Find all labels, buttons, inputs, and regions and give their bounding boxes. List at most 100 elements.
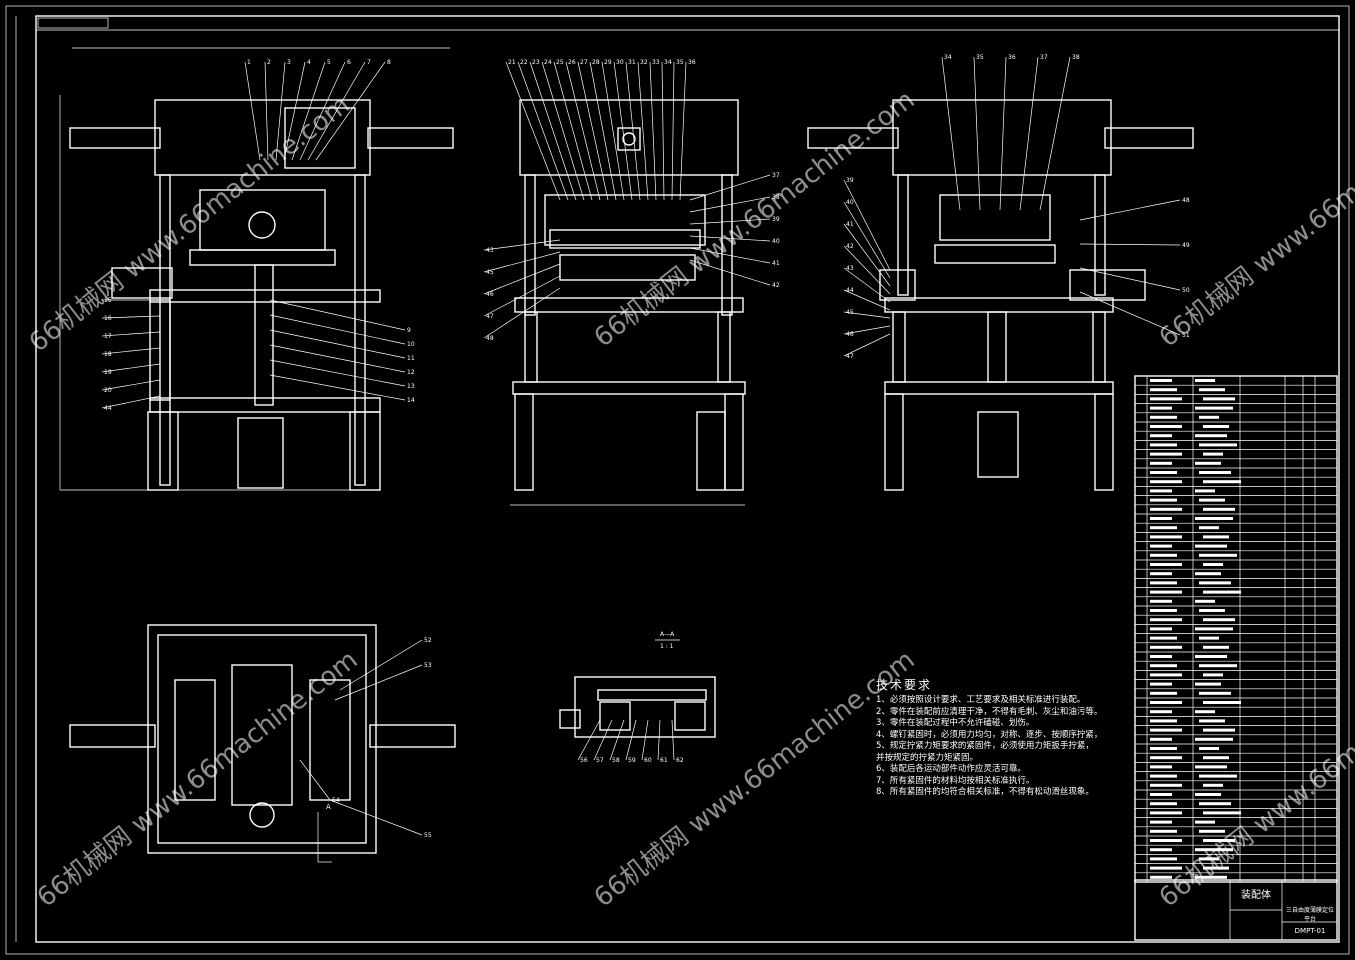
title-block-drawing-no: DMPT-01 <box>1294 927 1326 935</box>
callout-leader <box>269 329 406 359</box>
bom-cell-mark <box>1150 590 1182 594</box>
bom-cell-mark <box>1150 489 1172 493</box>
bom-cell-mark <box>1199 636 1219 640</box>
callout-leader <box>101 315 161 319</box>
callout-leader <box>483 287 561 339</box>
bom-cell-mark <box>1195 599 1215 603</box>
bom-cell-mark <box>1150 480 1182 484</box>
callout-number: 60 <box>644 757 652 764</box>
bom-cell-mark <box>1195 517 1233 520</box>
bom-cell-mark <box>1150 627 1172 631</box>
callout-number: 32 <box>640 59 648 66</box>
bom-cell-mark <box>1195 655 1227 658</box>
callout-leader <box>483 263 561 295</box>
bom-cell-mark <box>1195 793 1221 796</box>
section-scale: 1 : 1 <box>660 643 674 650</box>
bom-cell-mark <box>1150 875 1172 879</box>
callout-leader <box>657 719 661 761</box>
callout-number: 55 <box>424 832 432 839</box>
callout-leader <box>625 61 641 201</box>
callout-number: 43 <box>486 247 494 254</box>
bom-cell-mark <box>1150 397 1182 401</box>
tech-line-2: 2、零件在装配前应清理干净，不得有毛刺、灰尘和油污等。 <box>876 706 1103 717</box>
callout-leader <box>843 179 891 271</box>
bom-cell-mark <box>1195 737 1233 741</box>
callout-leader <box>661 61 665 201</box>
bom-cell-mark <box>1199 498 1225 502</box>
bom-cell-mark <box>1150 829 1177 833</box>
callout-leader <box>505 61 561 201</box>
title-block-name: 装配体 <box>1241 890 1271 901</box>
bom-cell-mark <box>1195 848 1233 852</box>
top-view <box>69 624 456 863</box>
callout-number: 24 <box>544 59 552 66</box>
bom-cell-mark <box>1150 710 1172 714</box>
callout-leader <box>299 61 346 161</box>
bom-cell-mark <box>1150 756 1182 760</box>
callout-number: 36 <box>688 59 696 66</box>
bom-cell-mark <box>1150 664 1177 668</box>
callout-number: 44 <box>104 405 112 412</box>
callout-number: 43 <box>846 265 854 272</box>
tech-line-6: 并按规定的拧紧力矩紧固。 <box>876 752 979 763</box>
callout-number: 57 <box>596 757 604 764</box>
callout-number: 17 <box>104 333 112 340</box>
callout-leader <box>649 61 657 201</box>
callout-leader <box>307 61 366 161</box>
callout-leader <box>609 719 625 761</box>
callout-number: 42 <box>772 282 780 289</box>
callout-number: 47 <box>486 313 494 320</box>
bom-cell-mark <box>1195 820 1215 824</box>
callout-leader <box>601 61 625 201</box>
bom-cell-mark <box>1199 553 1237 557</box>
bom-cell-mark <box>1199 802 1231 806</box>
bom-cell-mark <box>1195 544 1227 548</box>
callout-leader <box>671 61 675 201</box>
callout-number: 40 <box>772 238 780 245</box>
callout-leader <box>101 347 161 355</box>
tech-title: 技术要求 <box>876 678 933 692</box>
callout-number: 38 <box>1072 54 1080 61</box>
bom-cell-mark <box>1150 691 1177 695</box>
bom-cell-mark <box>1203 728 1235 732</box>
bom-cell-mark <box>1203 452 1223 456</box>
callout-leader <box>329 799 423 836</box>
callout-number: 35 <box>976 54 984 61</box>
callout-leader <box>941 56 961 211</box>
callout-number: 1 <box>247 59 251 66</box>
callout-number: 11 <box>407 355 415 362</box>
bom-cell-mark <box>1150 507 1182 511</box>
callout-number: 58 <box>612 757 620 764</box>
callout-number: 12 <box>407 369 415 376</box>
title-block <box>1134 879 1338 941</box>
bom-cell-mark <box>1150 609 1177 612</box>
bom-cell-mark <box>1203 839 1235 842</box>
callout-leader <box>577 61 609 201</box>
bom-cell-mark <box>1195 379 1215 382</box>
callout-leader <box>589 61 617 201</box>
callout-leader <box>264 61 269 161</box>
callout-leader <box>843 311 891 319</box>
bom-cell-mark <box>1203 811 1241 815</box>
tech-line-1: 1、必须按照设计要求、工艺要求及相关标准进行装配。 <box>876 695 1086 705</box>
bom-cell-mark <box>1203 425 1229 428</box>
callout-number: 45 <box>486 269 494 276</box>
callout-number: 34 <box>944 54 952 61</box>
bom-cell-mark <box>1199 774 1237 778</box>
callout-leader <box>529 61 577 201</box>
callout-number: 41 <box>846 221 854 228</box>
bom-cell-mark <box>1195 572 1221 576</box>
bom-cell-mark <box>1150 425 1182 428</box>
tech-line-3: 3、零件在装配过程中不允许磕碰、划伤。 <box>876 718 1035 728</box>
callout-number: 26 <box>568 59 576 66</box>
bom-cell-mark <box>1203 756 1229 760</box>
callout-number: 19 <box>104 369 112 376</box>
callout-number: 45 <box>846 309 854 316</box>
bom-cell-mark <box>1150 866 1182 870</box>
callout-number: 21 <box>508 59 516 66</box>
title-block-company: 三自由度薄膜定位平台 <box>1285 907 1334 923</box>
bom-cell-mark <box>1199 747 1219 750</box>
callout-leader <box>269 359 406 387</box>
callout-number: 35 <box>676 59 684 66</box>
